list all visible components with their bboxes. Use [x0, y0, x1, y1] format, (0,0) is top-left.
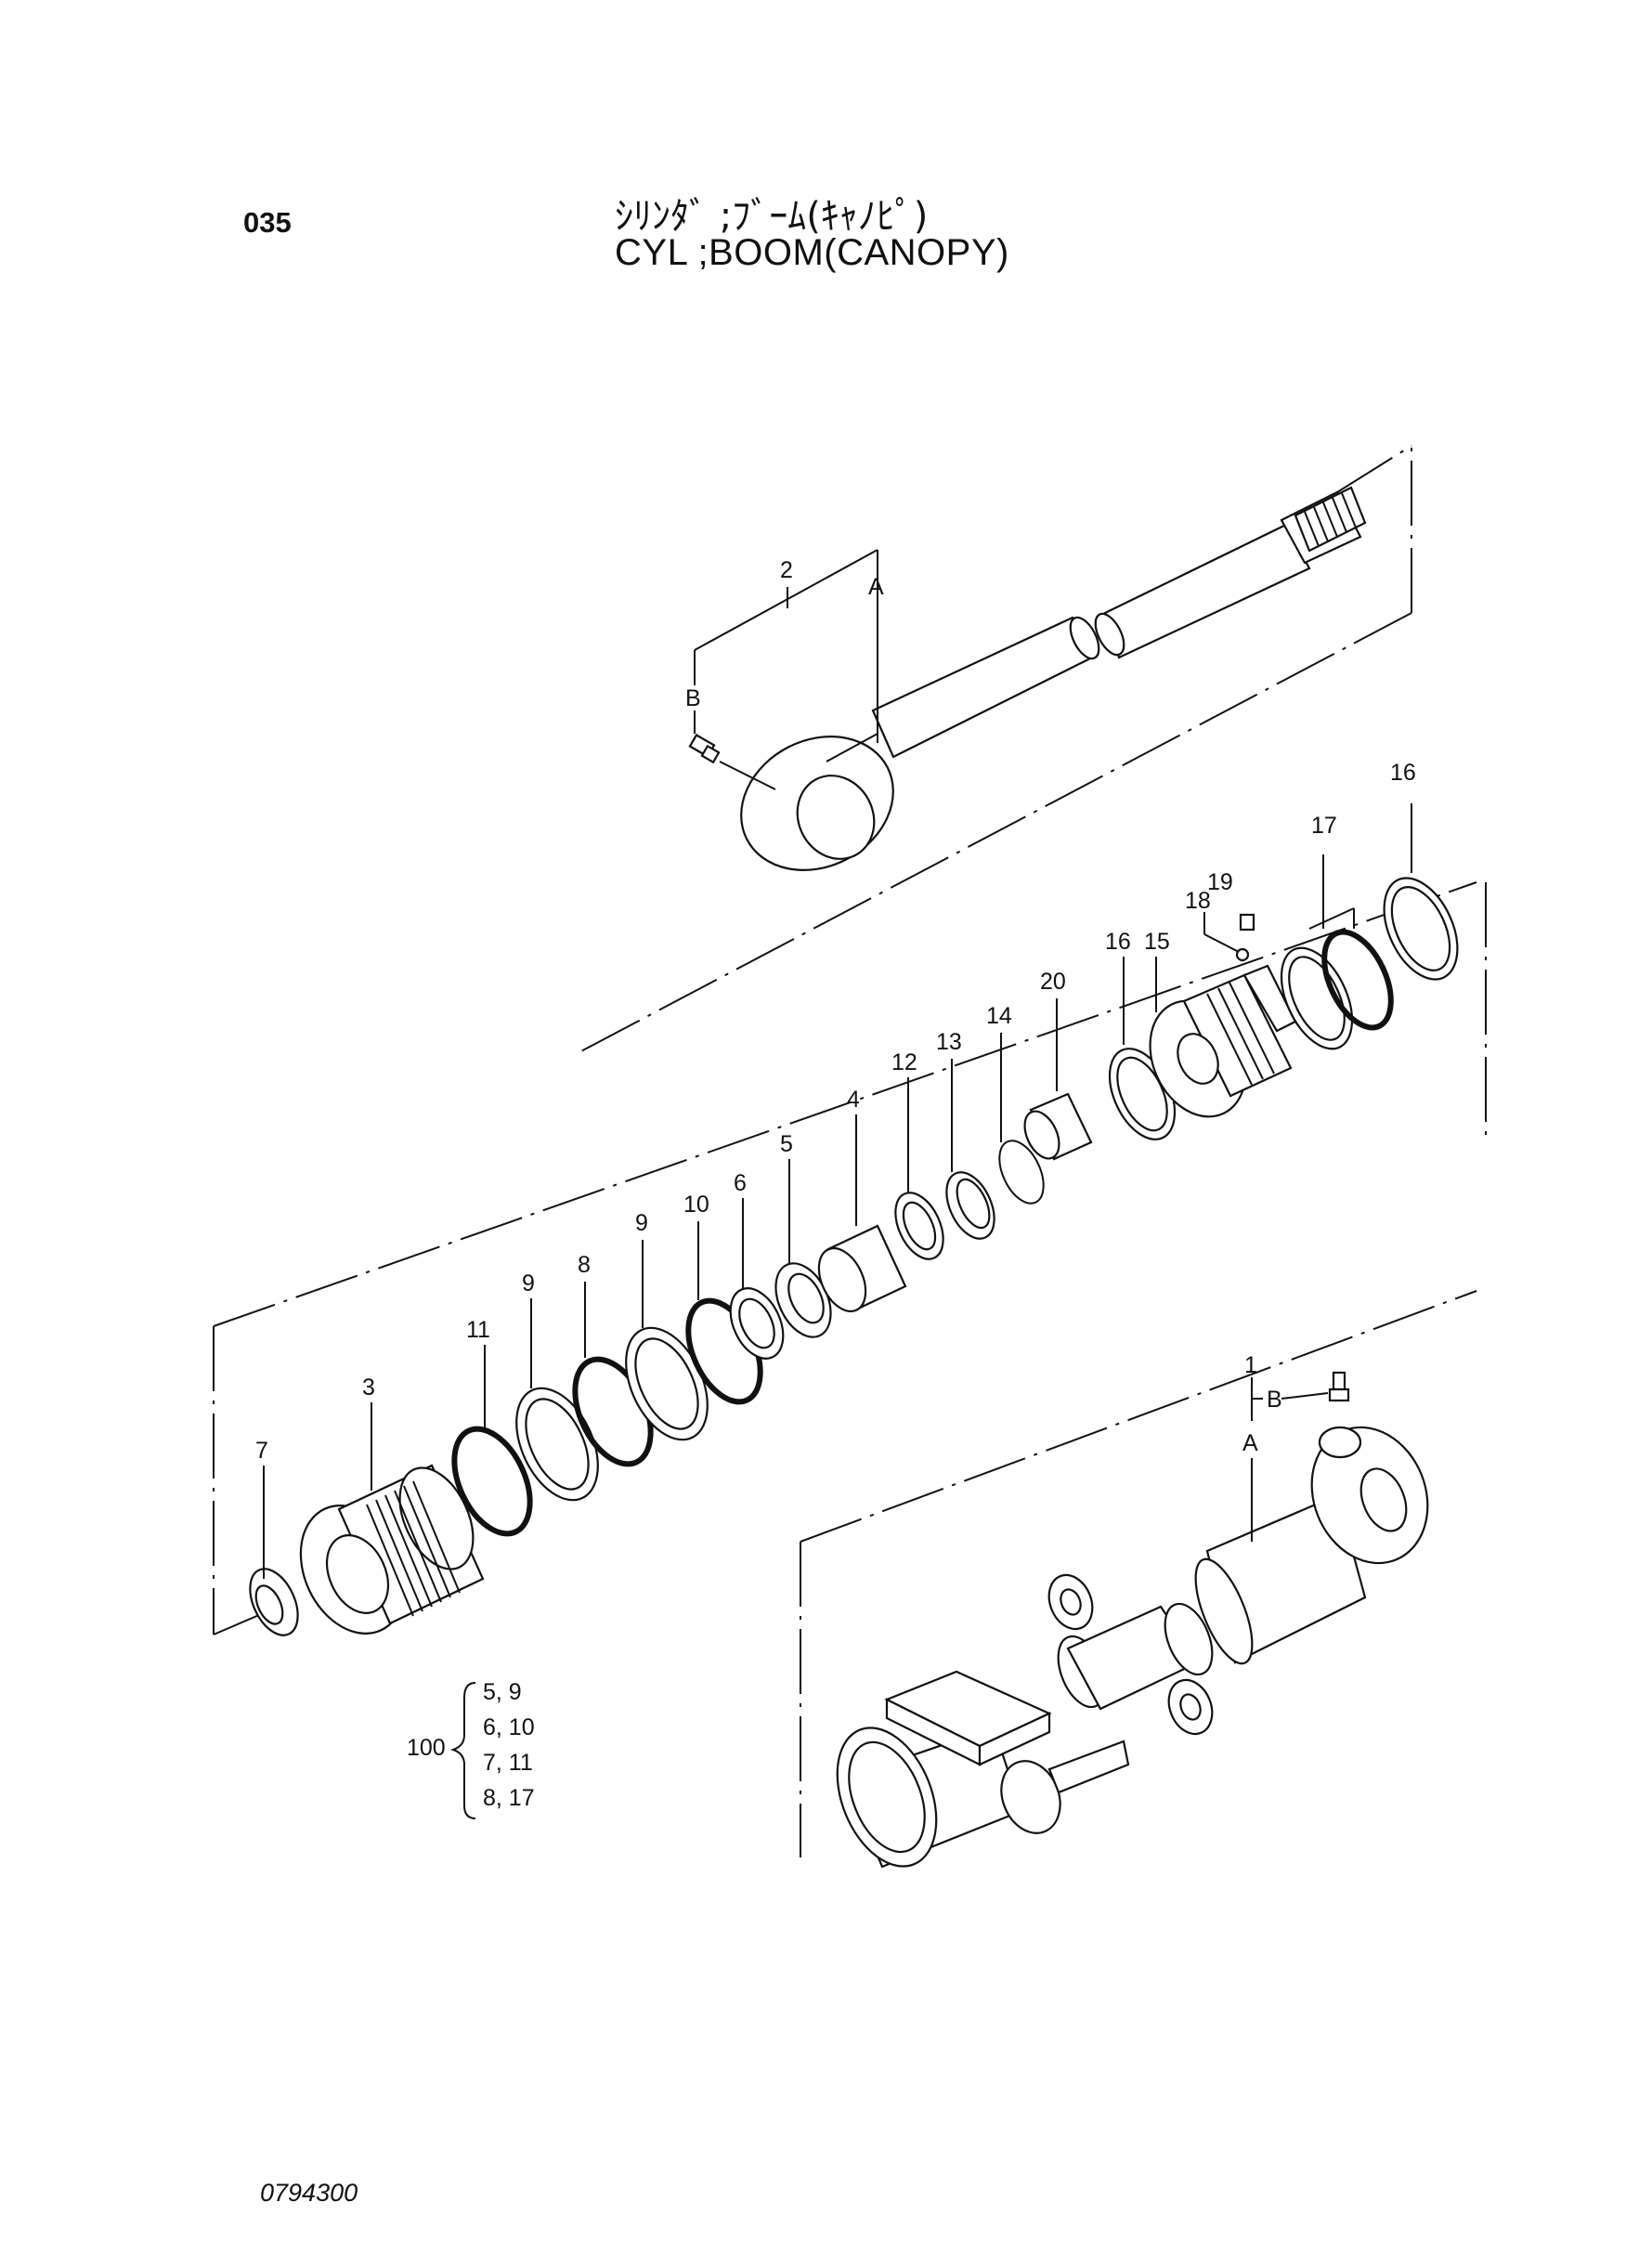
label-5: 5	[780, 1131, 793, 1157]
label-9a: 9	[522, 1270, 535, 1296]
tube-body-break	[1194, 1557, 1254, 1665]
part-17-seal-inner	[1288, 956, 1346, 1041]
seal-kit-assembly	[213, 803, 1487, 1636]
tube-leaders	[1251, 1377, 1329, 1542]
part-9-backup-ring-inner	[525, 1398, 590, 1491]
tube-port-fitting-2-bore	[1179, 1693, 1202, 1721]
part-17-o-ring	[1321, 929, 1394, 1031]
label-19: 19	[1207, 869, 1233, 895]
part-11-o-ring	[451, 1426, 533, 1537]
kit-row-2: 6, 10	[483, 1714, 535, 1740]
part-14-snap-ring	[998, 1140, 1045, 1205]
drawing-code: 0794300	[260, 2179, 358, 2207]
kit-brace	[449, 1682, 476, 1819]
label-8: 8	[578, 1252, 591, 1278]
part-5-seal-inner	[787, 1272, 825, 1324]
kit-bracket: 100 5, 9 6, 10 7, 11 8, 17	[407, 1679, 535, 1819]
tube-port-block-side	[978, 1712, 1051, 1766]
label-7: 7	[255, 1438, 268, 1464]
label-b-tube: B	[1267, 1387, 1282, 1413]
dashline-rod-lower	[575, 612, 1412, 1055]
cylinder-tube-assembly	[800, 1290, 1477, 1869]
rod-eye-rim	[826, 733, 878, 762]
label-4: 4	[847, 1087, 860, 1113]
label-9b: 9	[635, 1210, 648, 1236]
tube-grease-boss	[1318, 1426, 1362, 1459]
part-16b-wear-ring-inner	[1390, 886, 1451, 971]
label-17: 17	[1311, 813, 1337, 839]
part-3-thread	[366, 1480, 461, 1617]
label-14: 14	[986, 1003, 1012, 1029]
label-10: 10	[683, 1192, 709, 1218]
rod-eye-bore	[796, 775, 876, 860]
grease-fitting-tube	[1328, 1371, 1350, 1402]
rod-leaders	[694, 549, 878, 743]
rod-break-1	[1069, 616, 1100, 660]
part-3-gland-bore	[325, 1534, 390, 1614]
rod-break-2	[1094, 612, 1125, 657]
label-3: 3	[362, 1375, 375, 1401]
label-1: 1	[1244, 1352, 1257, 1378]
part-6-ring-inner	[738, 1297, 775, 1349]
part-12-ring-inner	[902, 1201, 937, 1251]
rod-upper-section	[1103, 523, 1311, 659]
dashline-rod-tip	[1336, 445, 1412, 493]
seal-kit-leaders	[263, 803, 1412, 1579]
label-16a: 16	[1390, 760, 1416, 786]
title-japanese: ｼﾘﾝﾀﾞ ;ﾌﾞｰﾑ(ｷｬﾉﾋﾟ)	[615, 195, 929, 238]
part-9b-backup-ring-inner	[634, 1337, 699, 1430]
label-15: 15	[1144, 929, 1170, 955]
tube-mid-break-2	[1164, 1602, 1214, 1676]
tube-elbow-pipe	[1047, 1739, 1130, 1794]
part-19-set-screw	[1239, 913, 1255, 932]
dashline-top	[213, 881, 1477, 1327]
rod-thread-lines	[1304, 492, 1357, 547]
label-12: 12	[891, 1049, 917, 1075]
kit-number: 100	[407, 1735, 446, 1761]
label-16b: 16	[1105, 929, 1131, 955]
grease-fitting-rod	[688, 733, 776, 790]
rod-lower-section	[871, 616, 1099, 759]
tube-head-thread	[848, 1740, 926, 1854]
piston-rod-assembly	[575, 445, 1412, 1055]
part-4-bushing-face	[817, 1246, 867, 1313]
label-2: 2	[780, 557, 793, 583]
tube-eye-bore	[1359, 1467, 1408, 1532]
kit-row-1: 5, 9	[483, 1679, 522, 1705]
part-18-steel-ball	[1235, 947, 1250, 962]
part-20-collar-face	[1023, 1110, 1060, 1160]
label-20: 20	[1040, 969, 1066, 995]
label-a-tube: A	[1242, 1430, 1258, 1456]
label-a-rod: A	[868, 574, 884, 600]
part-15-piston-bore	[1177, 1033, 1219, 1085]
part-13-ring-inner	[956, 1178, 991, 1230]
title-english: CYL ;BOOM(CANOPY)	[615, 232, 1009, 273]
label-18: 18	[1185, 888, 1211, 914]
part-15-grooves	[1206, 982, 1275, 1086]
label-11: 11	[466, 1317, 490, 1343]
page-number: 035	[243, 206, 292, 239]
dashline-tube-top	[800, 1290, 1477, 1543]
kit-row-3: 7, 11	[483, 1750, 533, 1776]
kit-row-4: 8, 17	[483, 1785, 535, 1811]
label-13: 13	[936, 1029, 962, 1055]
label-b-rod: B	[685, 685, 701, 711]
part-7-wiper-inner	[254, 1584, 284, 1625]
label-6: 6	[734, 1170, 747, 1196]
tube-port-fitting-1-bore	[1060, 1588, 1082, 1616]
